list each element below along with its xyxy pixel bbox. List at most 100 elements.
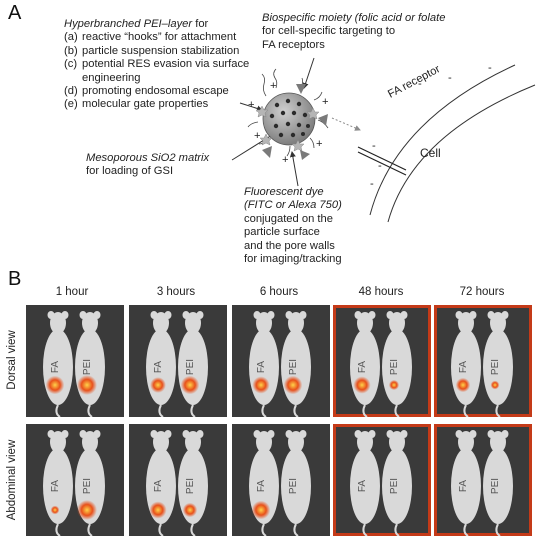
pei-item: engineering: [64, 72, 249, 85]
fluorescence-spot: [283, 375, 303, 395]
imaging-tile: FA PEI: [26, 305, 124, 417]
pei-item-key: (c): [64, 58, 78, 71]
tile-background: [232, 424, 330, 536]
biospecific-block: Biospecific moiety (folic acid or folate…: [262, 12, 445, 52]
imaging-tile: FA PEI: [434, 424, 532, 536]
pei-item-text: molecular gate properties: [82, 98, 209, 111]
tile-background: [434, 424, 532, 536]
tile-hot-border: [434, 305, 532, 417]
mouse-label: FA: [50, 480, 61, 493]
imaging-tile: FA PEI: [26, 424, 124, 536]
mouse-silhouette: [483, 311, 513, 417]
pei-pointer-line: [239, 102, 263, 112]
fluorescence-spot: [77, 375, 97, 395]
fa-receptor-line-2: [357, 151, 407, 176]
mouse-label: PEI: [185, 359, 196, 375]
pei-item-key: (e): [64, 98, 78, 111]
pei-layer-block: Hyperbranched PEI–layer for (a)reactive …: [64, 18, 249, 112]
tile-background: [333, 305, 431, 417]
mouse-label: PEI: [389, 478, 400, 494]
pei-item: (c) potential RES evasion via surface: [64, 58, 249, 71]
dye-title-line: (FITC or Alexa 750): [244, 199, 342, 212]
view-label-dorsal: Dorsal view: [6, 330, 18, 390]
fluorescence-spot: [45, 375, 65, 395]
pei-layer-title-italic: Hyperbranched PEI–layer: [64, 18, 193, 30]
mouse-label: FA: [458, 480, 469, 493]
mouse-silhouette: [483, 430, 513, 536]
fluorescence-spot: [388, 379, 400, 391]
mouse-label: PEI: [490, 359, 501, 375]
tile-background: [333, 424, 431, 536]
cell-membrane-inner: [387, 84, 536, 223]
matrix-line: for loading of GSI: [86, 165, 174, 178]
dye-line: particle surface: [244, 226, 320, 239]
membrane-charge-minus: -: [488, 62, 492, 74]
mouse-label: FA: [256, 361, 267, 374]
imaging-tile-svg: FA PEI: [26, 305, 124, 417]
membrane-charge-minus: -: [418, 78, 422, 90]
dye-line: conjugated on the: [244, 212, 333, 225]
mouse-label: PEI: [389, 359, 400, 375]
membrane-charge-minus: -: [378, 160, 382, 172]
charge-plus: +: [248, 99, 255, 111]
imaging-tile-svg: FA PEI: [434, 424, 532, 536]
pei-item-text: reactive “hooks” for attachment: [82, 31, 237, 44]
charge-plus: +: [316, 138, 323, 150]
cell-membrane-outer: [369, 64, 516, 216]
mouse-silhouette: [281, 430, 311, 536]
fluorescence-spot: [490, 380, 500, 390]
mouse-label: PEI: [185, 478, 196, 494]
dye-line: and the pore walls: [244, 239, 335, 252]
pei-layer-title-suffix: for: [192, 18, 209, 30]
fluorescence-spot: [252, 376, 270, 394]
mouse-label: PEI: [490, 478, 501, 494]
membrane-charge-minus: -: [448, 72, 452, 84]
fluorescence-spot: [353, 376, 371, 394]
dye-title-line: Fluorescent dye: [244, 186, 324, 198]
tile-background: [26, 424, 124, 536]
charge-plus: +: [254, 130, 261, 142]
folate-triangles: [262, 84, 328, 160]
tile-background: [26, 305, 124, 417]
view-label-abdominal: Abdominal view: [6, 439, 18, 521]
dye-pointer-line: [289, 151, 299, 187]
fluorescence-spot: [180, 375, 200, 395]
tile-hot-border: [333, 424, 431, 536]
membrane-charge-minus: -: [372, 140, 376, 152]
mouse-label: FA: [357, 480, 368, 493]
membrane-charge-minus: -: [370, 178, 374, 190]
pei-item: (b)particle suspension stabilization: [64, 45, 249, 58]
panel-a-letter: A: [8, 2, 22, 24]
time-label: 72 hours: [459, 286, 505, 298]
mouse-label: PEI: [288, 359, 299, 375]
tile-hot-border: [333, 305, 431, 417]
mouse-silhouette: [382, 430, 412, 536]
fa-receptor-line-1: [357, 146, 407, 171]
imaging-tile-svg: FA PEI: [434, 305, 532, 417]
dye-markers: [255, 105, 320, 152]
imaging-tile-svg: FA PEI: [333, 424, 431, 536]
mouse-label: FA: [458, 361, 469, 374]
targeting-arrow: [331, 117, 361, 131]
pei-item-text: potential RES evasion via surface: [82, 58, 250, 71]
mouse-label: PEI: [82, 359, 93, 375]
biospecific-pointer-line: [302, 57, 315, 89]
pei-item-key: (b): [64, 44, 78, 57]
imaging-tile: FA PEI: [434, 305, 532, 417]
pei-item-text: promoting endosomal escape: [82, 85, 229, 98]
time-label: 1 hour: [55, 286, 89, 298]
mouse-label: PEI: [82, 478, 93, 494]
fluorescence-spot: [150, 377, 166, 393]
biospecific-line: for cell-specific targeting to: [262, 25, 396, 38]
mouse-label: FA: [50, 361, 61, 374]
tile-hot-border: [434, 424, 532, 536]
mouse-label: PEI: [288, 478, 299, 494]
tile-background: [434, 305, 532, 417]
imaging-tile: FA PEI: [333, 424, 431, 536]
imaging-tile: FA PEI: [232, 305, 330, 417]
